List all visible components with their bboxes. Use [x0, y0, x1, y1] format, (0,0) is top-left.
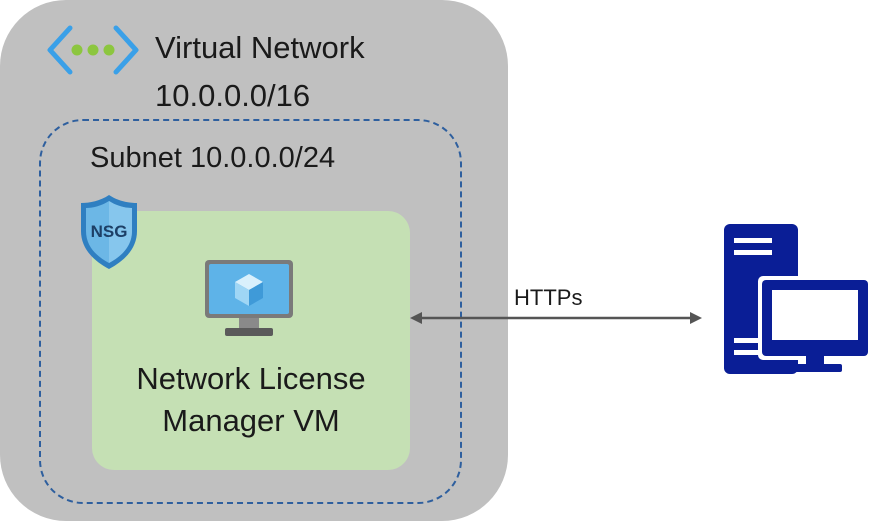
virtual-machine-icon	[205, 260, 293, 336]
virtual-network-icon	[47, 25, 139, 75]
vm-label-line1: Network License	[136, 361, 366, 396]
subnet-label: Subnet 10.0.0.0/24	[90, 142, 336, 174]
vm-label: Network License Manager VM	[92, 358, 410, 442]
client-computer-icon	[724, 224, 872, 374]
subnet-boundary	[39, 119, 462, 504]
nsg-badge-text: NSG	[91, 222, 128, 241]
https-connection-arrow	[410, 312, 702, 324]
nsg-shield-icon: NSG	[81, 195, 137, 269]
vm-label-line2: Manager VM	[162, 403, 340, 438]
vm-container	[92, 211, 410, 470]
connection-label: HTTPs	[514, 285, 583, 310]
virtual-network-title: Virtual Network	[155, 30, 365, 65]
virtual-network-address-space: 10.0.0.0/16	[155, 78, 311, 113]
